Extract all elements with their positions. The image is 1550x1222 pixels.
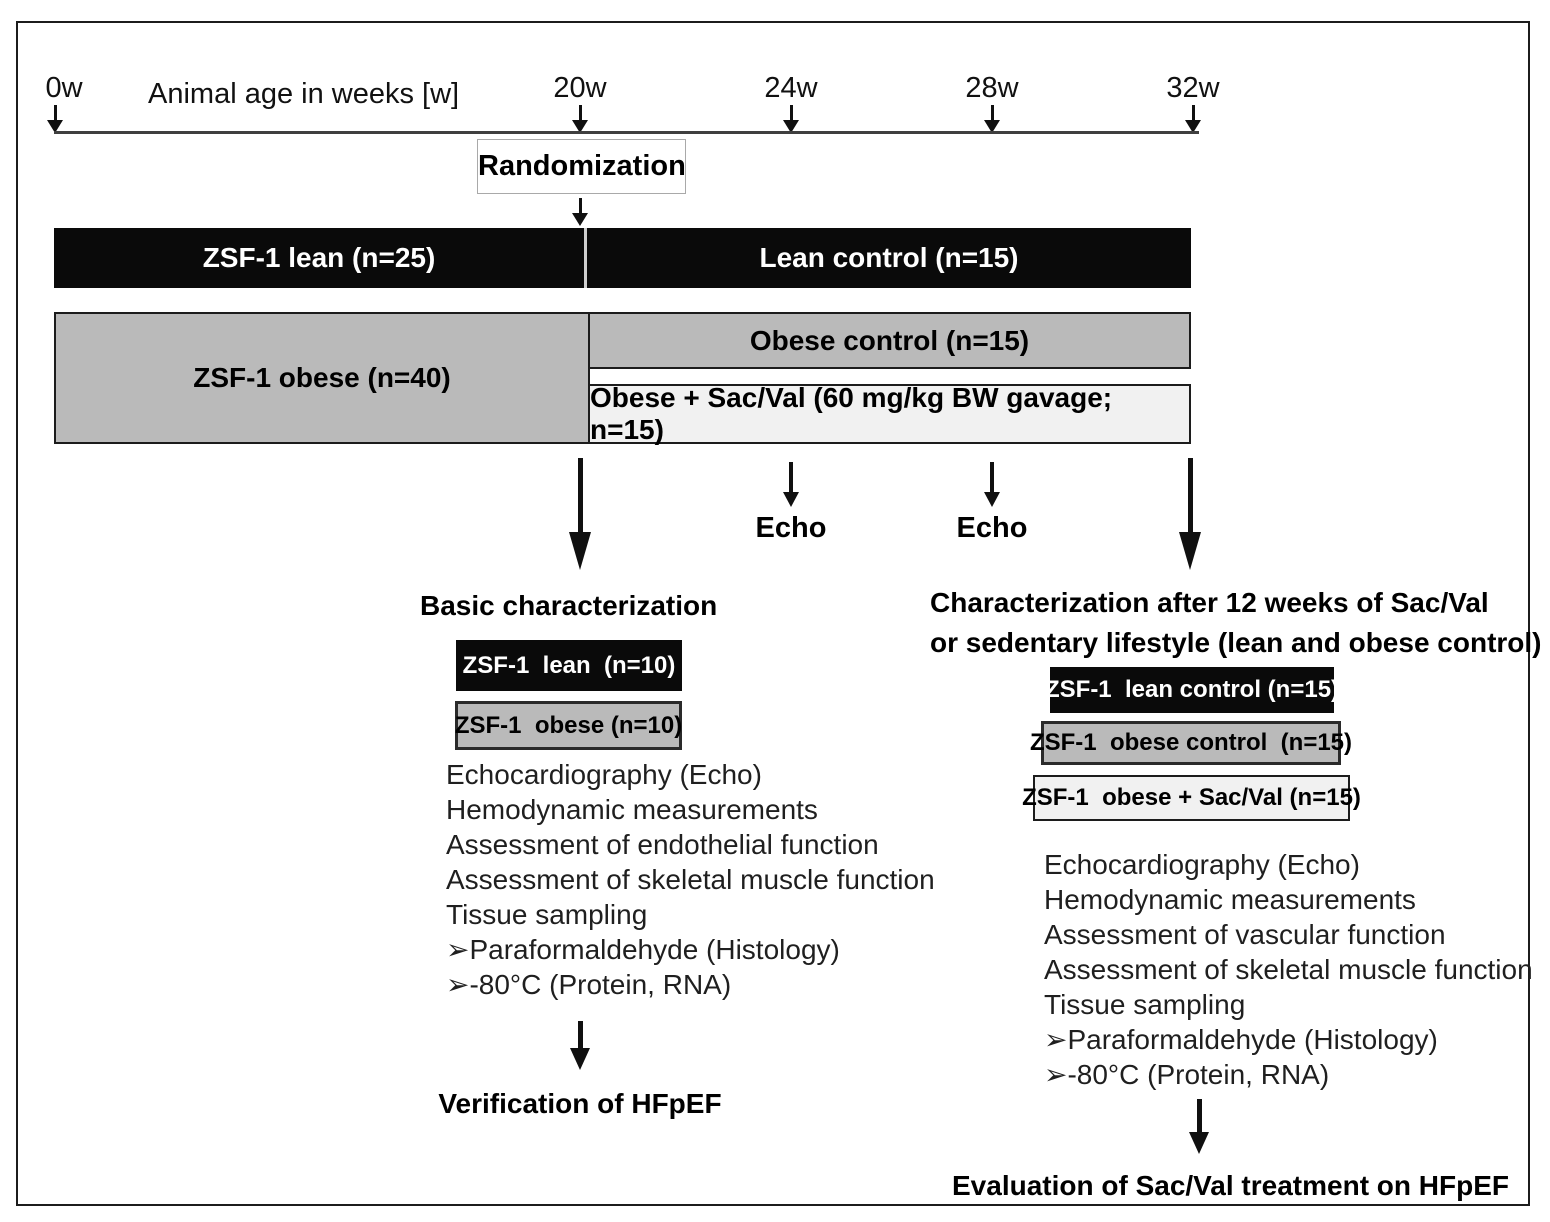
lean-bar-right-label: Lean control (n=15) bbox=[759, 242, 1019, 273]
timeline-tick-label-20w: 20w bbox=[553, 72, 607, 104]
right-procedure-list: Echocardiography (Echo) Hemodynamic meas… bbox=[1044, 847, 1533, 1092]
list-item: Hemodynamic measurements bbox=[446, 794, 818, 825]
left-procedure-list: Echocardiography (Echo) Hemodynamic meas… bbox=[446, 757, 935, 1002]
list-item: Assessment of skeletal muscle function bbox=[446, 864, 935, 895]
list-item: Tissue sampling bbox=[1044, 989, 1246, 1020]
left-panel-title: Basic characterization bbox=[420, 590, 718, 621]
list-item: Echocardiography (Echo) bbox=[446, 759, 762, 790]
left-group-lean-box: ZSF-1 lean (n=10) bbox=[456, 640, 682, 691]
figure-border bbox=[16, 21, 1530, 1206]
left-group-obese-box: ZSF-1 obese (n=10) bbox=[455, 701, 682, 750]
echo-label-24w: Echo bbox=[755, 512, 827, 544]
randomization-arrow bbox=[572, 198, 588, 226]
list-item: Echocardiography (Echo) bbox=[1044, 849, 1360, 880]
echo-label-28w: Echo bbox=[956, 512, 1028, 544]
big-arrow-32w bbox=[1179, 458, 1201, 570]
left-outcome-label: Verification of HFpEF bbox=[438, 1088, 722, 1119]
big-arrow-20w bbox=[569, 458, 591, 570]
timeline-tick-arrow-0w bbox=[47, 105, 63, 133]
right-panel-title-line2: or sedentary lifestyle (lean and obese c… bbox=[930, 627, 1542, 658]
right-group-lean-control-box: ZSF-1 lean control (n=15) bbox=[1045, 667, 1339, 713]
randomization-box: Randomization bbox=[477, 139, 686, 194]
echo-arrow-24w bbox=[783, 462, 799, 507]
right-outcome-arrow bbox=[1189, 1099, 1209, 1154]
timeline-tick-label-24w: 24w bbox=[764, 72, 818, 104]
obese-control-bar: Obese control (n=15) bbox=[588, 312, 1191, 369]
list-item: ➢-80°C (Protein, RNA) bbox=[1044, 1059, 1330, 1090]
obese-bar-left: ZSF-1 obese (n=40) bbox=[54, 312, 590, 444]
lean-bar-left-label: ZSF-1 lean (n=25) bbox=[202, 242, 436, 273]
lean-bar-divider bbox=[584, 228, 587, 288]
list-item: ➢Paraformaldehyde (Histology) bbox=[446, 934, 840, 965]
right-group-obese-sacval-box: ZSF-1 obese + Sac/Val (n=15) bbox=[1022, 775, 1361, 821]
list-item: Assessment of skeletal muscle function bbox=[1044, 954, 1533, 985]
obese-sacval-bar: Obese + Sac/Val (60 mg/kg BW gavage; n=1… bbox=[588, 382, 1191, 445]
list-item: Assessment of endothelial function bbox=[446, 829, 879, 860]
list-item: Tissue sampling bbox=[446, 899, 648, 930]
timeline-tick-label-28w: 28w bbox=[965, 72, 1019, 104]
timeline-tick-label-32w: 32w bbox=[1166, 72, 1220, 104]
right-panel-title-line1: Characterization after 12 weeks of Sac/V… bbox=[930, 587, 1489, 618]
left-outcome-arrow bbox=[570, 1021, 590, 1070]
timeline-tick-arrow-24w bbox=[783, 105, 799, 133]
timeline-tick-arrow-20w bbox=[572, 105, 588, 133]
timeline-tick-label-0w: 0w bbox=[45, 72, 83, 104]
lean-bar: ZSF-1 lean (n=25) Lean control (n=15) bbox=[54, 228, 1191, 288]
echo-arrow-28w bbox=[984, 462, 1000, 507]
list-item: Assessment of vascular function bbox=[1044, 919, 1446, 950]
list-item: Hemodynamic measurements bbox=[1044, 884, 1416, 915]
timeline-tick-arrow-28w bbox=[984, 105, 1000, 133]
timeline-axis-line bbox=[54, 131, 1199, 134]
list-item: ➢Paraformaldehyde (Histology) bbox=[1044, 1024, 1438, 1055]
timeline-axis-label: Animal age in weeks [w] bbox=[148, 78, 460, 110]
list-item: ➢-80°C (Protein, RNA) bbox=[446, 969, 732, 1000]
timeline-tick-arrow-32w bbox=[1185, 105, 1201, 133]
right-outcome-label: Evaluation of Sac/Val treatment on HFpEF bbox=[952, 1170, 1509, 1201]
right-group-obese-control-box: ZSF-1 obese control (n=15) bbox=[1030, 721, 1352, 765]
